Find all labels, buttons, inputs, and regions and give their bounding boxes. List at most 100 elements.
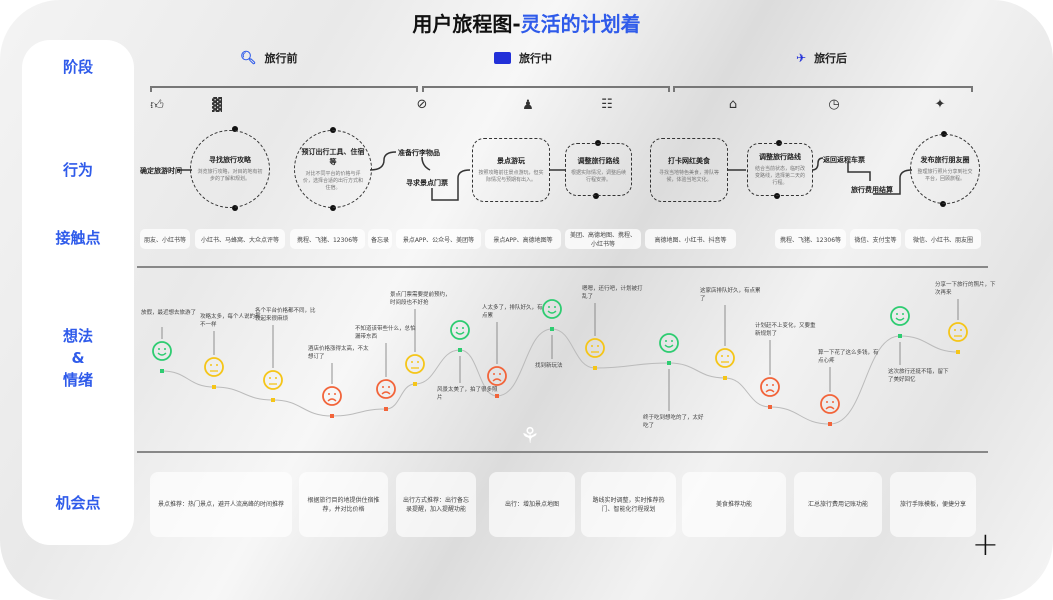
emotion-point [898,334,902,338]
neutral-face-icon [204,357,224,389]
behavior-node: 发布旅行朋友圈整理旅行照片分享到社交平台，回顾旅程。 [910,134,980,204]
sad-face-icon [322,386,342,418]
emotion-comment: 算一下花了这么多钱，有点心疼 [818,350,879,364]
behavior-title: 发布旅行朋友圈 [920,156,970,164]
emotion-comment: 这家店排队好久，有点累了 [700,288,761,302]
emotion-point [271,398,275,402]
emotion-point [384,407,388,411]
emotion-point [413,382,417,386]
phase-bracket [150,86,418,92]
card-icon [494,52,511,64]
happy-face-icon [450,320,470,352]
behavior-desc: 结合当前状态，临时改变路线，选择第二天的行程。 [754,166,805,186]
neutral-face-icon [405,354,425,386]
neutral-face-icon [585,338,605,370]
row-label-opportunity: 机会点 [55,494,101,512]
phase-bracket [422,86,670,92]
emotion-comment: 风景太美了，拍了很多照片 [437,387,498,401]
phase-bracket [673,86,973,92]
emotion-point [550,327,554,331]
emotion-point [160,369,164,373]
behavior-title: 打卡网红美食 [668,157,710,165]
section-divider [137,266,988,268]
touchpoint-chip: 携程、飞猪、12306等 [290,229,365,249]
touchpoint-chip: 高德地图、小红书、抖音等 [645,229,736,249]
section-divider [137,451,988,453]
phase-label: 旅行前 [264,52,298,65]
behavior-step: 返回返程车票 [823,156,865,164]
emotion-comment: 放假，最近想去旅游了 [141,310,197,316]
emotion-comment: 不知道该带些什么，总怕漏带东西 [355,326,416,340]
phase-before: 🔍︎ 旅行前 [240,50,298,66]
touchpoint-chip: 小红书、马蜂窝、大众点评等 [195,229,285,249]
plane-icon: ✈ [796,51,807,65]
search-icon: 🔍︎ [240,50,257,66]
happy-face-icon [890,306,910,338]
emotion-point [723,376,727,380]
happy-face-icon [659,333,679,365]
emotion-comment: 酒店价格涨得太高，不太想订了 [308,346,369,360]
neutral-face-icon [263,370,283,402]
emotion-comment: 分享一下旅行的照片，下次再来 [935,282,996,296]
emotion-point [212,385,216,389]
compass-icon: ⊘ [416,97,428,112]
sad-face-icon [376,379,396,411]
touchpoint-chip: 微信、支付宝等 [850,229,901,249]
sad-face-icon [820,394,840,426]
behavior-title: 调整旅行路线 [577,156,620,165]
touchpoint-chip: 微信、小红书、朋友圈 [905,229,981,249]
behavior-title: 调整旅行路线 [759,153,801,161]
touchpoint-chip: 朋友、小红书等 [140,229,190,249]
emotion-comment: 这次旅行还挺不错，留下了美好回忆 [888,369,949,383]
behavior-desc: 按照攻略前往景点游玩，但实际情况与预期有出入。 [478,170,544,183]
emotion-point [330,414,334,418]
label-amp: & [71,349,85,367]
emotion-comment: 嗯嗯，还行吧，计划被打乱了 [582,286,643,300]
emotion-point [593,366,597,370]
behavior-node: 调整旅行路线结合当前状态，临时改变路线，选择第二天的行程。 [747,143,813,196]
behavior-node: 打卡网红美食寻找当地特色美食，排队等候，体验当地文化。 [650,138,728,202]
emotion-curve [161,328,959,425]
watermark-logo-icon: ⚘ [520,424,540,449]
title-main: 用户旅程图- [412,12,521,36]
label-thoughts: 想法 [62,327,93,345]
neutral-face-icon [715,348,735,380]
phase-label: 旅行中 [519,52,552,65]
label-emotion: 情绪 [62,371,93,389]
emotion-comment: 景点门票需要提前预约，时间段也不好抢 [390,292,451,306]
behavior-node: 景点游玩按照攻略前往景点游玩，但实际情况与预期有出入。 [472,138,550,202]
touchpoint-chip: 景点APP、高德地图等 [485,229,561,249]
behavior-node: 寻找旅行攻略浏览旅行攻略，对目的地有初步的了解和规划。 [190,130,270,208]
behavior-node: 调整旅行路线根据实际情况，调整后续行程安排。 [565,143,632,196]
opportunity-card: 汇总旅行费用记账功能 [794,472,882,537]
happy-face-icon [152,341,172,373]
opportunity-card: 出行方式推荐：出行备忘录提醒，加入提醒功能 [396,472,476,537]
row-labels-column: 阶段 行为 接触点 想法 & 情绪 机会点 [22,40,134,545]
share-icon: ✦ [934,97,946,112]
behavior-desc: 寻找当地特色美食，排队等候，体验当地文化。 [658,170,719,183]
phase-during: 旅行中 [494,50,552,66]
behavior-step: 准备行李物品 [398,149,440,157]
sad-face-icon [487,366,507,398]
behavior-desc: 浏览旅行攻略，对目的地有初步的了解和规划。 [197,169,263,182]
behavior-desc: 对比不同平台的价格与评价，选择合适的出行方式和住宿。 [302,170,363,191]
opportunity-card: 景点推荐：热门景点，避开人流高峰的时间推荐 [150,472,292,537]
opportunity-card: 路线实时调整，实时推荐热门、智能化行程规划 [581,472,676,537]
clock-icon: ◷ [828,97,840,112]
emotion-point [667,361,671,365]
opportunity-card: 根据旅行目的地提供住宿推荐，并对比价格 [299,472,388,537]
neutral-face-icon [948,322,968,354]
emotion-comment: 攻略太多，每个人说的都不一样 [200,314,261,328]
row-label-thoughts: 想法 & 情绪 [22,325,134,391]
add-icon[interactable]: + [972,525,999,563]
behavior-title: 景点游玩 [497,157,525,165]
emotion-comment: 找到新玩法 [535,363,563,369]
clipboard-icon: ☷ [601,97,613,112]
row-label-stage: 阶段 [62,58,93,76]
behavior-desc: 整理旅行照片分享到社交平台，回顾旅程。 [917,169,973,182]
opportunity-card: 旅行手账模板，便捷分享 [890,472,976,537]
behavior-step: 确定旅游时间 [140,167,182,175]
emotion-point [458,348,462,352]
touchpoint-chip: 景点APP、公众号、美团等 [396,229,481,249]
behavior-title: 预订出行工具、住宿等 [301,147,365,166]
